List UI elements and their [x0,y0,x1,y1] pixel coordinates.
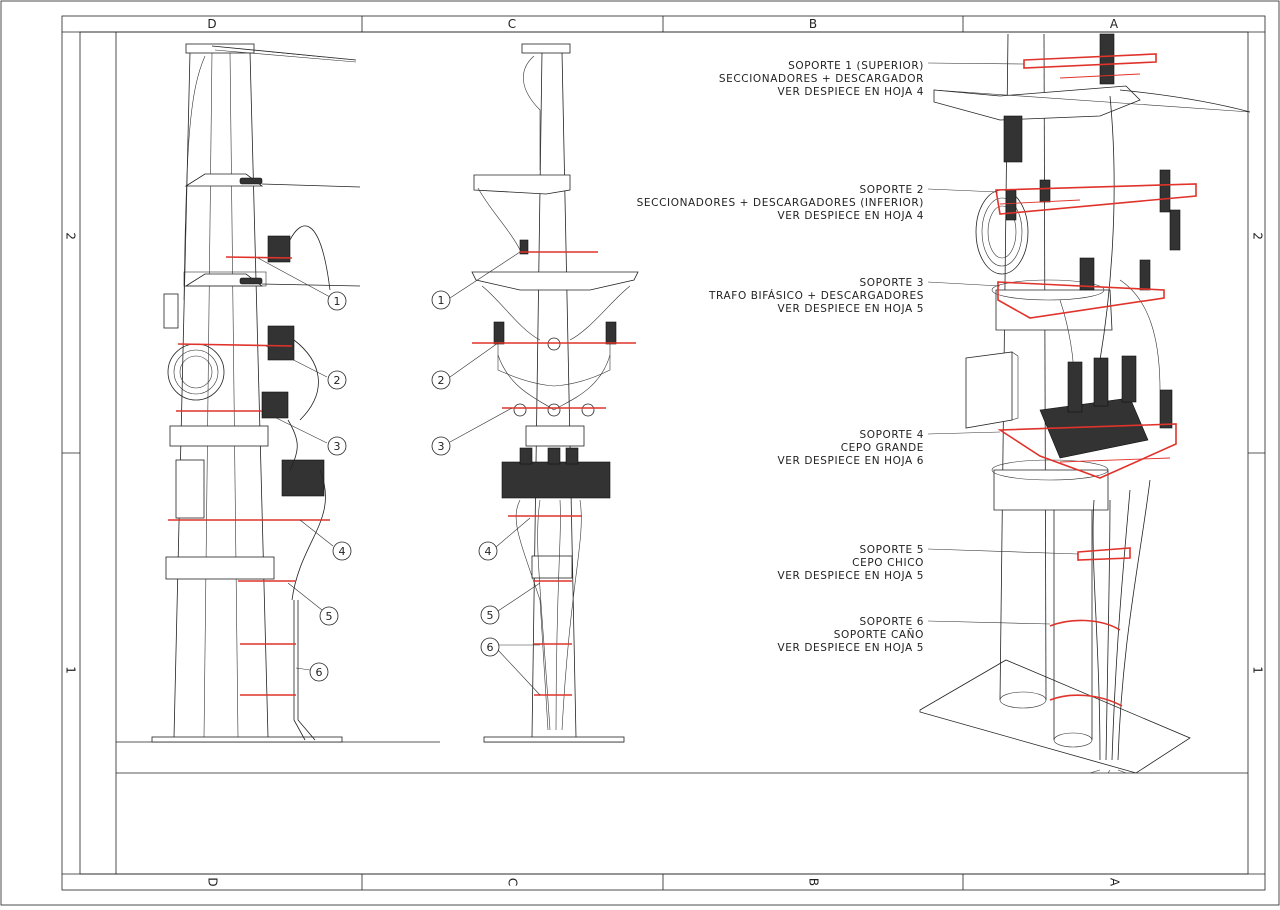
support-6-title: SOPORTE 6 [859,616,924,628]
lateral-callout-1: 1 [334,295,341,308]
lateral-callout-4: 4 [339,545,346,558]
isometric-labels: SOPORTE 1 (SUPERIOR) SECCIONADORES + DES… [637,60,924,654]
zone-top-c: C [508,17,516,31]
support-4-desc: CEPO GRANDE [841,442,924,454]
zone-labels-bottom: D C B A [206,877,1122,887]
support-5-ref: VER DESPIECE EN HOJA 5 [777,570,924,582]
frontal-callout-1: 1 [438,294,445,307]
zone-top-a: A [1110,17,1119,31]
row-left-2: 2 [64,232,78,240]
frontal-callout-2: 2 [438,374,445,387]
support-2-ref: VER DESPIECE EN HOJA 4 [777,210,924,222]
lateral-callout-3: 3 [334,440,341,453]
support-3-desc: TRAFO BIFÁSICO + DESCARGADORES [708,289,924,302]
lateral-callout-6: 6 [316,666,323,679]
iso-support-6 [1049,619,1123,707]
lateral-support-2 [177,343,293,347]
support-5-title: SOPORTE 5 [859,544,924,556]
lateral-support-1 [225,256,293,259]
support-1-desc: SECCIONADORES + DESCARGADOR [719,73,924,85]
support-5-desc: CEPO CHICO [852,557,924,569]
zone-top-b: B [809,17,817,31]
frontal-callouts: 1 2 3 4 5 6 [431,290,500,657]
frontal-callout-3: 3 [438,440,445,453]
zone-bottom-a: A [1108,878,1122,887]
row-labels: 2 1 2 1 [64,232,1265,674]
zone-top-d: D [207,17,216,31]
iso-support-3 [997,281,1165,319]
support-3-ref: VER DESPIECE EN HOJA 5 [777,303,924,315]
frontal-callout-6: 6 [487,641,494,654]
support-4-title: SOPORTE 4 [859,429,924,441]
row-right-1: 1 [1251,666,1265,674]
row-right-2: 2 [1251,232,1265,240]
iso-support-2 [995,183,1197,215]
frontal-callout-5: 5 [487,609,494,622]
support-3-title: SOPORTE 3 [859,277,924,289]
support-2-title: SOPORTE 2 [859,184,924,196]
lateral-callouts: 1 2 3 4 5 6 [309,291,352,682]
frontal-callout-4: 4 [485,545,492,558]
support-4-ref: VER DESPIECE EN HOJA 6 [777,455,924,467]
row-left-1: 1 [64,666,78,674]
zone-labels-top: D C B A [207,17,1119,31]
zone-bottom-c: C [506,878,520,886]
support-6-desc: SOPORTE CAÑO [834,628,924,641]
support-2-desc: SECCIONADORES + DESCARGADORES (INFERIOR) [637,197,924,209]
isometric-view [919,33,1251,774]
frontal-view [449,43,639,743]
iso-support-5 [1077,547,1131,561]
support-1-title: SOPORTE 1 (SUPERIOR) [788,60,924,72]
iso-support-4 [997,423,1177,479]
iso-support-1 [1023,53,1157,79]
lateral-callout-5: 5 [326,610,333,623]
support-6-ref: VER DESPIECE EN HOJA 5 [777,642,924,654]
zone-bottom-b: B [807,878,821,886]
zone-bottom-d: D [206,877,220,886]
support-1-ref: VER DESPIECE EN HOJA 4 [777,86,924,98]
lateral-callout-2: 2 [334,374,341,387]
lateral-view [116,43,440,743]
